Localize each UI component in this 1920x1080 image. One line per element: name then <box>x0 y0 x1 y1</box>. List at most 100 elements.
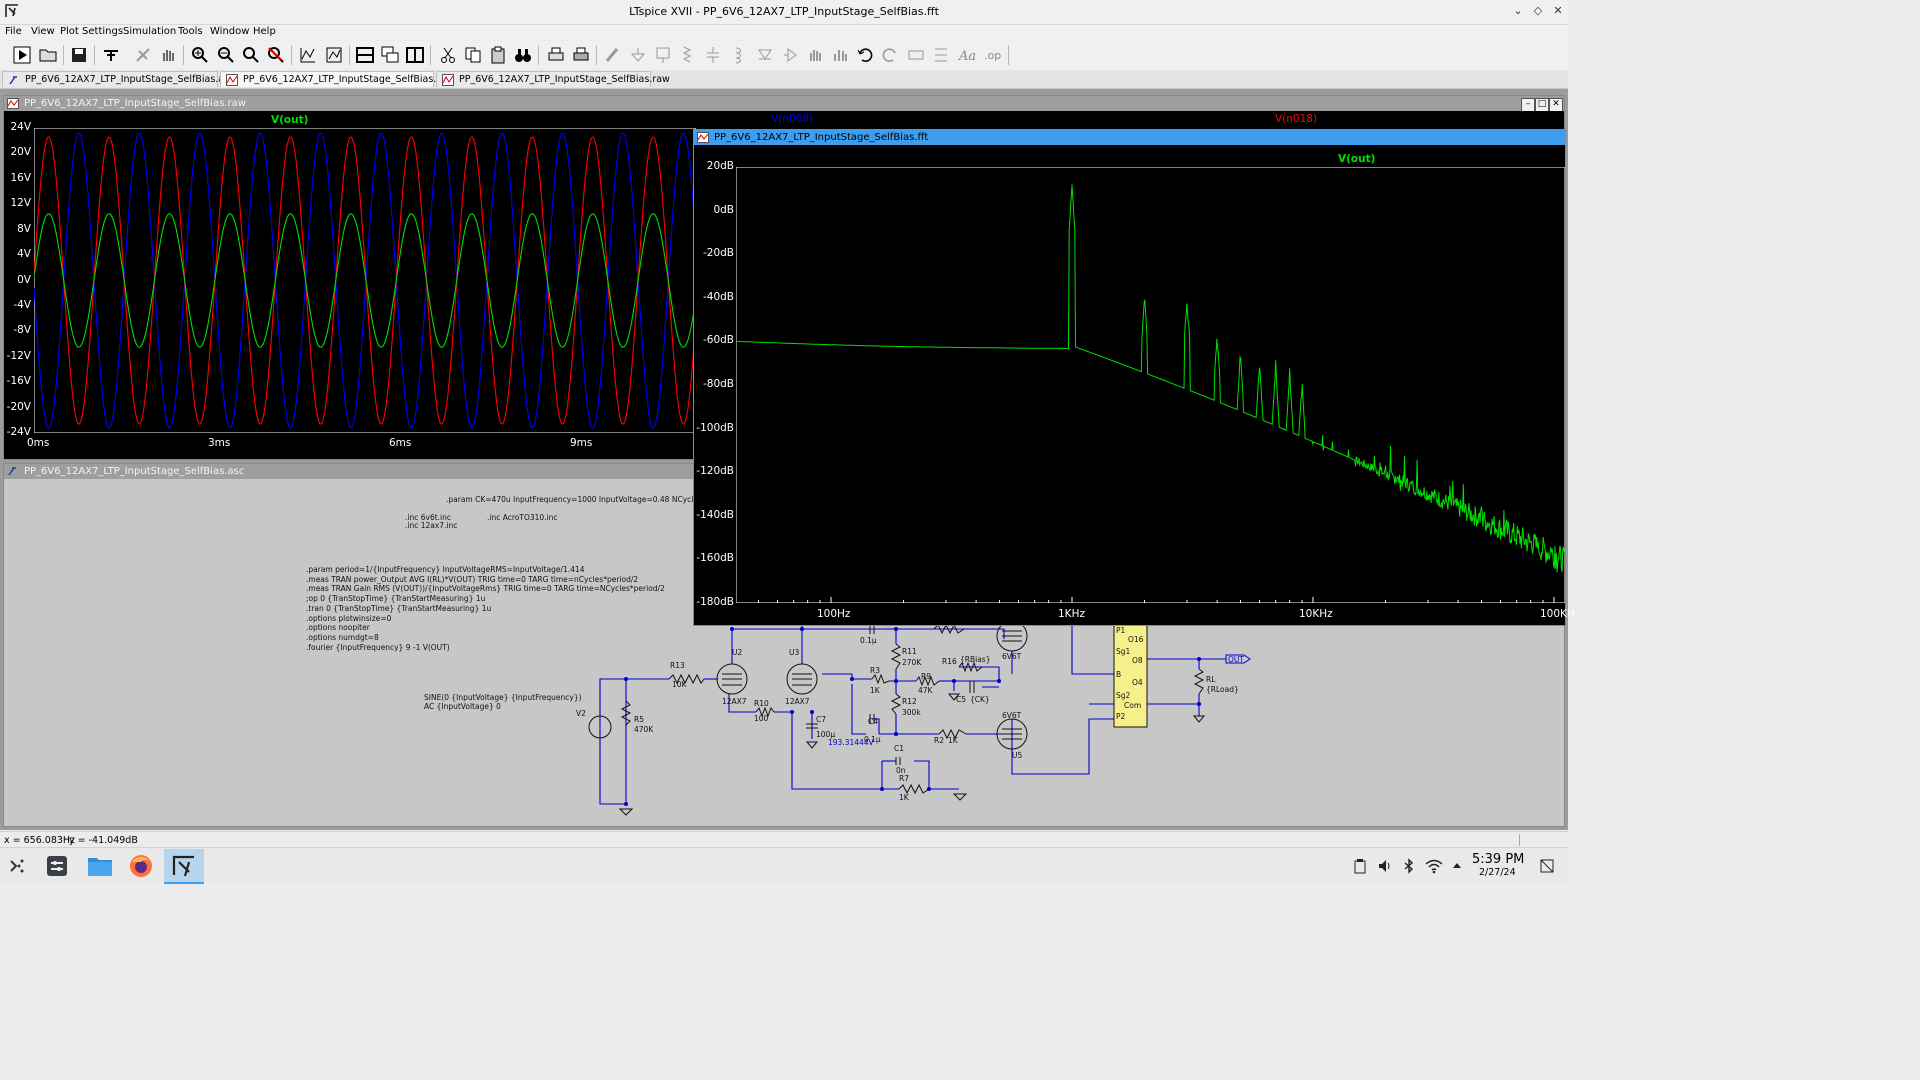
autorange-icon[interactable] <box>297 44 319 66</box>
copy-icon[interactable] <box>462 44 484 66</box>
label-r2[interactable]: R2 <box>934 736 944 745</box>
zoom-out-icon[interactable] <box>215 44 237 66</box>
fft-window-titlebar[interactable]: PP_6V6_12AX7_LTP_InputStage_SelfBias.fft <box>694 130 1565 145</box>
maximize-button[interactable]: ◇ <box>1533 4 1543 17</box>
label-c5[interactable]: C5 <box>956 695 967 704</box>
minimize-button[interactable]: ⌄ <box>1513 4 1523 17</box>
menu-view[interactable]: View <box>31 26 55 37</box>
label-u3[interactable]: U3 <box>789 648 800 657</box>
fft-trace-label[interactable]: V(out) <box>1338 153 1376 165</box>
tab-raw[interactable]: PP_6V6_12AX7_LTP_InputStage_SelfBias.raw <box>436 71 670 87</box>
trace-label-vout[interactable]: V(out) <box>271 114 309 126</box>
label-rl[interactable]: RL <box>1206 675 1216 684</box>
value-r5[interactable]: 470K <box>634 725 654 734</box>
volume-icon[interactable] <box>1377 858 1393 874</box>
directive-block[interactable]: .param period=1/{InputFrequency} InputVo… <box>306 565 665 652</box>
menu-simulation[interactable]: Simulation <box>123 26 177 37</box>
raw-minimize-button[interactable]: – <box>1521 98 1535 112</box>
inductor-icon[interactable] <box>727 44 749 66</box>
label-c7[interactable]: C7 <box>816 715 827 724</box>
value-r16[interactable]: {RBias} <box>960 655 991 664</box>
run-icon[interactable] <box>11 44 33 66</box>
label-v2[interactable]: V2 <box>576 709 586 718</box>
show-desktop-icon[interactable] <box>1539 858 1555 874</box>
wifi-icon[interactable] <box>1425 858 1443 874</box>
label-c1[interactable]: C1 <box>894 744 905 753</box>
clock-date[interactable]: 2/27/24 <box>1479 867 1516 878</box>
halt-icon[interactable] <box>132 44 154 66</box>
label-r5[interactable]: R5 <box>634 715 644 724</box>
text-icon[interactable]: Aa <box>956 44 978 66</box>
clock-time[interactable]: 5:39 PM <box>1472 852 1525 867</box>
value-c3[interactable]: 0.1µ <box>860 636 877 645</box>
label-net-icon[interactable] <box>652 44 674 66</box>
rotate-icon[interactable] <box>905 44 927 66</box>
directive-inc-12ax7[interactable]: .inc 12ax7.inc <box>405 521 458 530</box>
value-r2[interactable]: 1K <box>948 736 958 745</box>
op-voltage-c7[interactable]: 193.31444V <box>828 738 874 747</box>
value-r13[interactable]: 10K <box>672 680 687 689</box>
model-u2[interactable]: 12AX7 <box>722 697 747 706</box>
label-r9[interactable]: R9 <box>921 672 931 681</box>
value-r11[interactable]: 270K <box>902 658 922 667</box>
mirror-icon[interactable] <box>930 44 952 66</box>
model-power-tube-2[interactable]: 6V6T <box>1002 711 1022 720</box>
print-preview-icon[interactable] <box>570 44 592 66</box>
directive-inc-6v6t[interactable]: .inc 6v6t.inc <box>405 513 451 522</box>
label-r7[interactable]: R7 <box>899 774 909 783</box>
label-c4[interactable]: C4 <box>868 717 879 726</box>
value-r3[interactable]: 1K <box>870 686 880 695</box>
value-rl[interactable]: {RLoad} <box>1206 685 1239 694</box>
tile-vertical-icon[interactable] <box>404 44 426 66</box>
trace-label-vn008[interactable]: V(n008) <box>771 113 814 125</box>
label-r3[interactable]: R3 <box>870 666 880 675</box>
spice-directive-icon[interactable]: .op <box>981 44 1003 66</box>
label-r11[interactable]: R11 <box>902 647 917 656</box>
clipboard-icon[interactable] <box>1352 858 1368 874</box>
control-panel-icon[interactable] <box>100 44 122 66</box>
app-launcher-icon[interactable] <box>7 856 27 876</box>
bluetooth-icon[interactable] <box>1401 858 1417 874</box>
directive-param[interactable]: .param CK=470u InputFrequency=1000 Input… <box>446 495 702 504</box>
value-r12[interactable]: 300k <box>902 708 921 717</box>
raw-window-titlebar[interactable]: PP_6V6_12AX7_LTP_InputStage_SelfBias.raw <box>4 96 1564 111</box>
label-u5[interactable]: U5 <box>1012 751 1023 760</box>
model-power-tube-1[interactable]: 6V6T <box>1002 652 1022 661</box>
close-button[interactable]: ✕ <box>1553 4 1563 17</box>
resistor-icon[interactable] <box>677 44 699 66</box>
value-c7[interactable]: 100µ <box>816 730 836 739</box>
pan-hand-icon[interactable] <box>157 44 179 66</box>
capacitor-icon[interactable] <box>702 44 724 66</box>
value-r7[interactable]: 1K <box>899 793 909 802</box>
label-r10[interactable]: R10 <box>754 699 769 708</box>
zoom-cancel-icon[interactable] <box>265 44 287 66</box>
menu-help[interactable]: Help <box>253 26 276 37</box>
ltspice-taskbar-button[interactable] <box>164 849 204 884</box>
menu-tools[interactable]: Tools <box>178 26 203 37</box>
value-c4[interactable]: 0.1µ <box>864 735 881 744</box>
system-settings-icon[interactable] <box>45 854 69 878</box>
save-icon[interactable] <box>68 44 90 66</box>
move-hand-icon[interactable] <box>804 44 826 66</box>
value-c1[interactable]: 0n <box>896 766 906 775</box>
menu-plot-settings[interactable]: Plot Settings <box>60 26 124 37</box>
plot-settings-icon[interactable] <box>323 44 345 66</box>
source-spec[interactable]: SINE(0 {InputVoltage} {InputFrequency}) … <box>424 693 582 711</box>
tab-asc[interactable]: PP_6V6_12AX7_LTP_InputStage_SelfBias.asc <box>2 71 234 87</box>
drag-hand-icon[interactable] <box>829 44 851 66</box>
zoom-in-icon[interactable] <box>189 44 211 66</box>
raw-maximize-button[interactable]: □ <box>1535 98 1549 112</box>
diode-icon[interactable] <box>754 44 776 66</box>
zoom-fit-icon[interactable] <box>240 44 262 66</box>
ground-icon[interactable] <box>627 44 649 66</box>
value-r10[interactable]: 100 <box>754 714 769 723</box>
directive-inc-acro[interactable]: .inc AcroTO310.inc <box>487 513 558 522</box>
draw-wire-icon[interactable] <box>602 44 624 66</box>
model-u3[interactable]: 12AX7 <box>785 697 810 706</box>
value-c5[interactable]: {CK} <box>970 695 990 704</box>
find-binoculars-icon[interactable] <box>512 44 534 66</box>
net-label-out[interactable]: OUT <box>1228 655 1244 664</box>
redo-icon[interactable] <box>879 44 901 66</box>
paste-icon[interactable] <box>487 44 509 66</box>
cut-icon[interactable] <box>437 44 459 66</box>
